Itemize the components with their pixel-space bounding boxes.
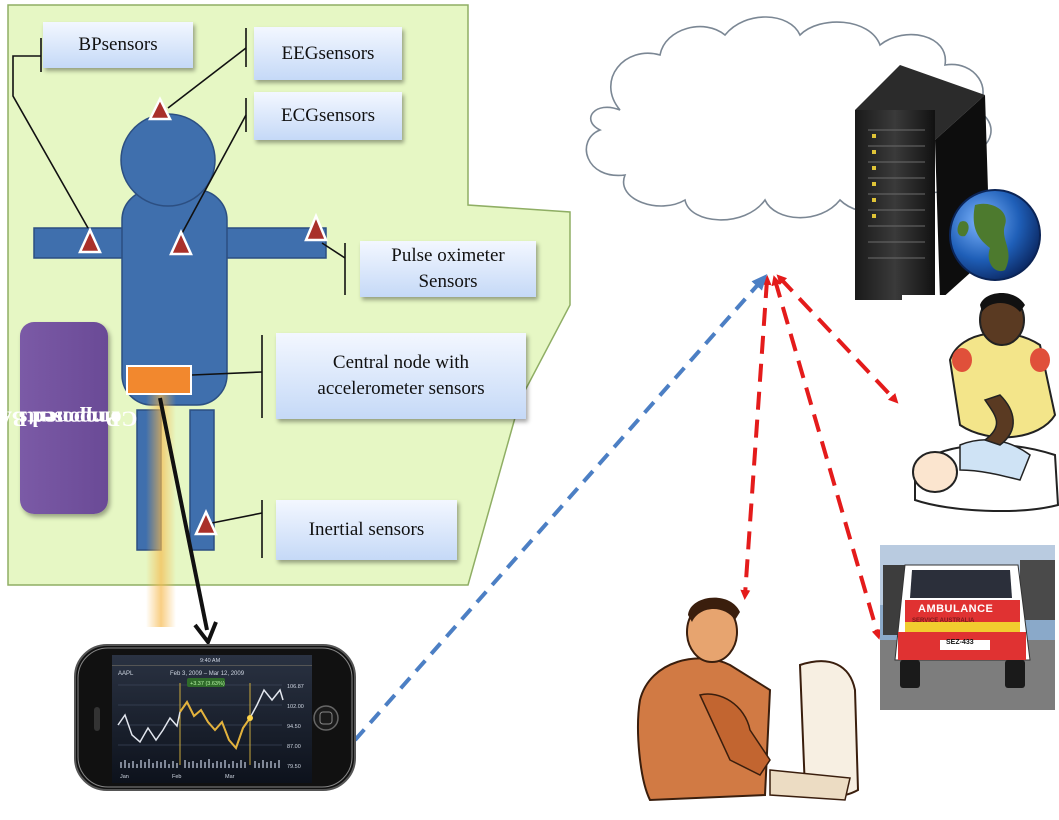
central-node-text-line1: Central node with: [332, 352, 470, 374]
phone-month-label: Feb: [172, 774, 181, 780]
central-node-glow: [146, 395, 176, 627]
inertial-sensors-text: Inertial sensors: [308, 519, 425, 541]
pulse-oximeter-text-line2: Sensors: [418, 271, 478, 292]
operator-illustration: [637, 597, 860, 802]
phone-axis-label: 102.00: [287, 704, 304, 710]
red-arrows: [740, 274, 899, 640]
phone-axis-label: 94.50: [287, 724, 301, 730]
ecg-sensors-label: ECGsensors: [254, 92, 402, 140]
bp-sensors-text: BPsensors: [78, 34, 158, 56]
sensor-leg-marker: [194, 508, 218, 536]
server-icon: [855, 65, 990, 300]
node-to-phone-arrow: [158, 397, 209, 631]
phone-axis-label: 79.50: [287, 764, 301, 770]
phone-date-range: Feb 3, 2009 – Mar 12, 2009: [170, 671, 245, 677]
callout-lines: [12, 28, 346, 558]
central-node-text-line2: accelerometer sensors: [317, 378, 485, 399]
phone-month-label: Jan: [120, 774, 129, 780]
ambulance-text-line1: AMBULANCE: [918, 603, 994, 615]
ecg-sensors-text: ECGsensors: [281, 105, 375, 127]
ambulance-plate: SEZ-433: [946, 639, 974, 646]
central-node-label: Central node with accelerometer sensors: [276, 333, 526, 419]
phone-month-label: Mar: [225, 774, 235, 780]
cpr-illustration: [902, 292, 1059, 517]
phone-change: +3.37 (3.63%): [190, 681, 225, 687]
central-node-box: [126, 365, 192, 395]
sensor-left-arm-marker: [78, 226, 102, 254]
phone-ticker: AAPL: [118, 671, 134, 677]
smartphone-illustration: AAPL Feb 3, 2009 – Mar 12, 2009 9:40 AM …: [74, 644, 356, 791]
sensor-right-arm-marker: [304, 212, 328, 242]
ambulance-text-line2: SERVICE AUSTRALIA: [912, 618, 975, 624]
phone-axis-label: 106.87: [287, 684, 304, 690]
phone-axis-label: 87.00: [287, 744, 301, 750]
node-to-phone-arrowhead: [193, 621, 218, 647]
proposed-ban-line2: Components: [18, 405, 138, 431]
phone-to-cloud-arrow: [353, 274, 768, 742]
sensor-markers: [78, 96, 328, 536]
eeg-sensors-label: EEGsensors: [254, 27, 402, 80]
proposed-ban-text: Proposed BAN Components: [0, 348, 137, 488]
phone-clock: 9:40 AM: [200, 658, 221, 664]
pulse-oximeter-text-line1: Pulse oximeter: [391, 245, 505, 267]
sensor-chest-marker: [169, 228, 193, 256]
pulse-oximeter-label: Pulse oximeter Sensors: [360, 241, 536, 297]
sensor-head-marker: [147, 96, 173, 121]
inertial-sensors-label: Inertial sensors: [276, 500, 457, 560]
eeg-sensors-text: EEGsensors: [281, 42, 375, 64]
proposed-ban-badge: Proposed BAN Components: [0, 322, 137, 514]
bp-sensors-label: BPsensors: [43, 22, 193, 68]
globe-icon: [949, 189, 1041, 281]
ambulance-photo: [880, 545, 1055, 710]
